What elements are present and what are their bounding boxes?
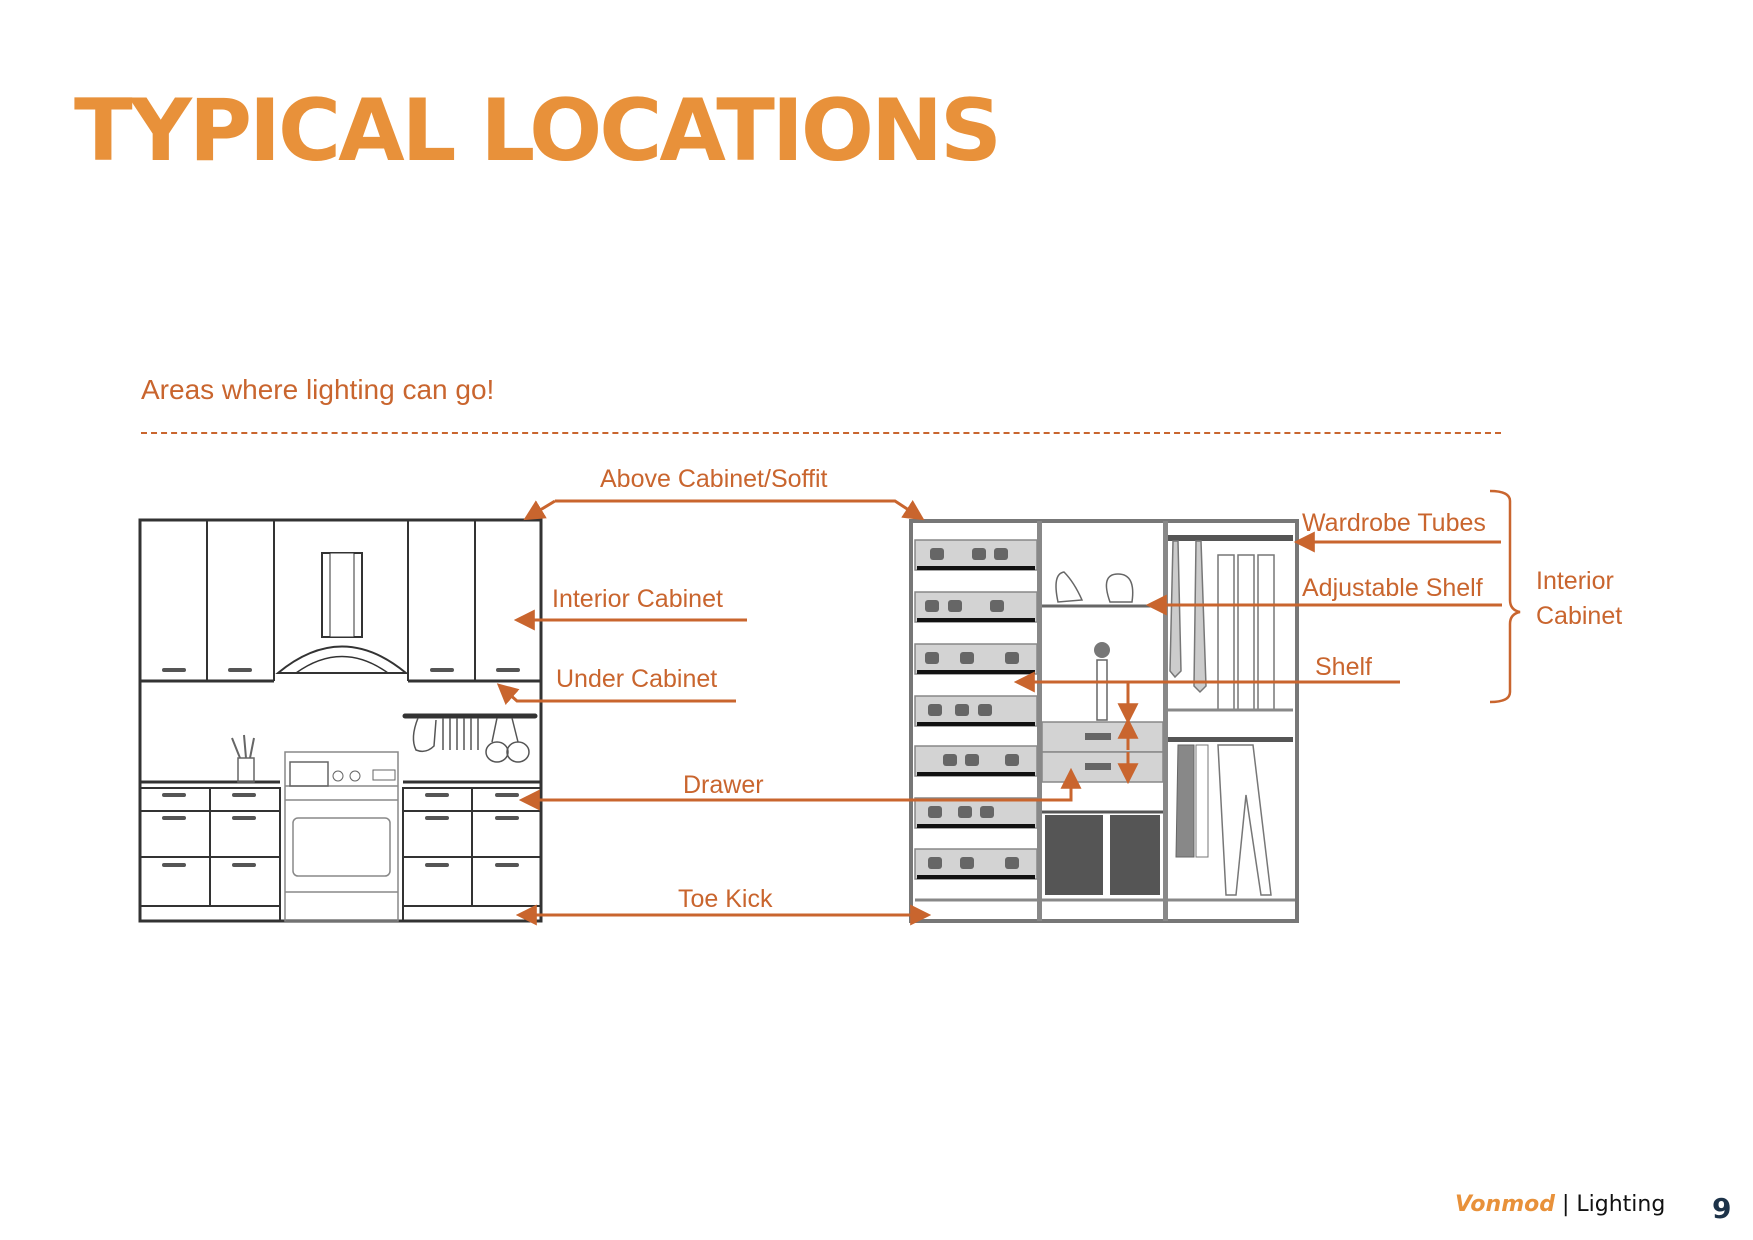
label-interior-cabinet: Interior Cabinet [552, 585, 723, 613]
label-wardrobe-tubes: Wardrobe Tubes [1302, 509, 1486, 537]
footer-separator: | [1555, 1192, 1577, 1217]
footer-branding: Vonmod | Lighting [1455, 1192, 1665, 1217]
annotation-labels: Above Cabinet/Soffit Interior Cabinet Un… [552, 465, 1622, 913]
label-bracket-cabinet: Cabinet [1536, 602, 1622, 630]
dashed-divider [141, 432, 1501, 434]
label-under-cabinet: Under Cabinet [556, 665, 717, 693]
label-drawer: Drawer [683, 771, 764, 799]
page-title: TYPICAL LOCATIONS [74, 81, 1002, 181]
kitchen-illustration [138, 518, 543, 923]
footer-section: Lighting [1576, 1192, 1666, 1217]
label-above-cabinet: Above Cabinet/Soffit [600, 465, 828, 493]
subtitle: Areas where lighting can go! [141, 374, 495, 405]
closet-illustration [909, 519, 1299, 923]
label-adjustable-shelf: Adjustable Shelf [1302, 574, 1483, 602]
label-shelf: Shelf [1315, 653, 1372, 681]
footer-brand: Vonmod [1455, 1192, 1555, 1217]
page-number: 9 [1712, 1192, 1732, 1225]
label-bracket-interior: Interior [1536, 567, 1614, 595]
annotation-arrows [496, 489, 1521, 926]
label-toe-kick: Toe Kick [678, 885, 773, 913]
